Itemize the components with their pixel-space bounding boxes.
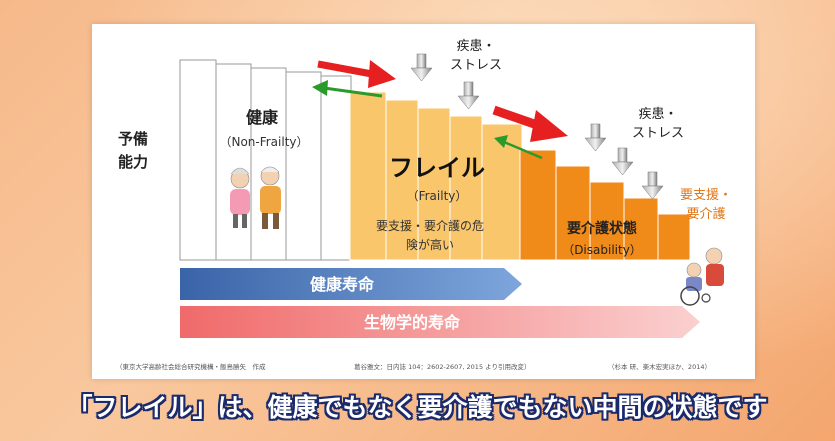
red-decline-arrow-1 (317, 60, 396, 88)
down-arrow-icon-2 (457, 81, 480, 110)
health-span-bar: 健康寿命 (180, 268, 522, 300)
down-arrow-icon-3 (584, 123, 607, 152)
source-left: （東京大学高齢社会総合研究機構・飯島勝矢 作成 (116, 362, 266, 371)
source-right: （杉本 研、楽木宏実ほか、2014） (608, 362, 711, 371)
y-axis-label-line1: 予備 (118, 130, 148, 148)
down-arrow-icon-4 (611, 147, 634, 176)
frailty-title: フレイル (389, 154, 485, 182)
life-span-label: 生物学的寿命 (364, 313, 461, 332)
disability-subtitle: （Disability） (562, 243, 642, 257)
frailty-subtitle: （Frailty） (407, 189, 468, 203)
slide-panel: 予備 能力 健康 （Non-Frailty） (92, 24, 755, 379)
red-decline-arrow-2 (492, 105, 568, 142)
green-recovery-arrow-1 (312, 80, 383, 98)
source-mid: 葛谷雅文：日内誌 104：2602-2607, 2015 より引用改変） (354, 362, 531, 371)
healthy-title: 健康 (246, 108, 279, 127)
y-axis-label-line2: 能力 (118, 153, 148, 171)
healthy-subtitle: （Non-Frailty） (219, 135, 308, 149)
green-recovery-arrow-2 (494, 135, 543, 160)
stress-top-line2: ストレス (450, 58, 502, 73)
frailty-steps (349, 91, 523, 261)
elderly-couple-illustration (230, 166, 281, 229)
frailty-desc-line2: 険が高い (406, 237, 454, 252)
frailty-diagram: 予備 能力 健康 （Non-Frailty） (116, 39, 732, 371)
wheelchair-illustration (680, 247, 724, 306)
frailty-desc-line1: 要支援・要介護の危 (376, 218, 484, 233)
care-label-line2: 要介護 (686, 206, 725, 222)
down-arrow-icon-1 (410, 53, 433, 82)
stress-top-line1: 疾患・ (456, 39, 495, 54)
health-span-label: 健康寿命 (310, 275, 375, 294)
subtitle-caption: 「フレイル」は、健康でもなく要介護でもない中間の状態です (67, 393, 768, 422)
stress-right-line2: ストレス (632, 126, 684, 141)
life-span-bar: 生物学的寿命 (180, 306, 700, 338)
stress-right-line1: 疾患・ (638, 107, 677, 122)
disability-steps (519, 149, 691, 261)
care-label-line1: 要支援・ (680, 188, 732, 203)
disability-title: 要介護状態 (567, 220, 637, 237)
down-arrow-icon-5 (641, 171, 664, 200)
